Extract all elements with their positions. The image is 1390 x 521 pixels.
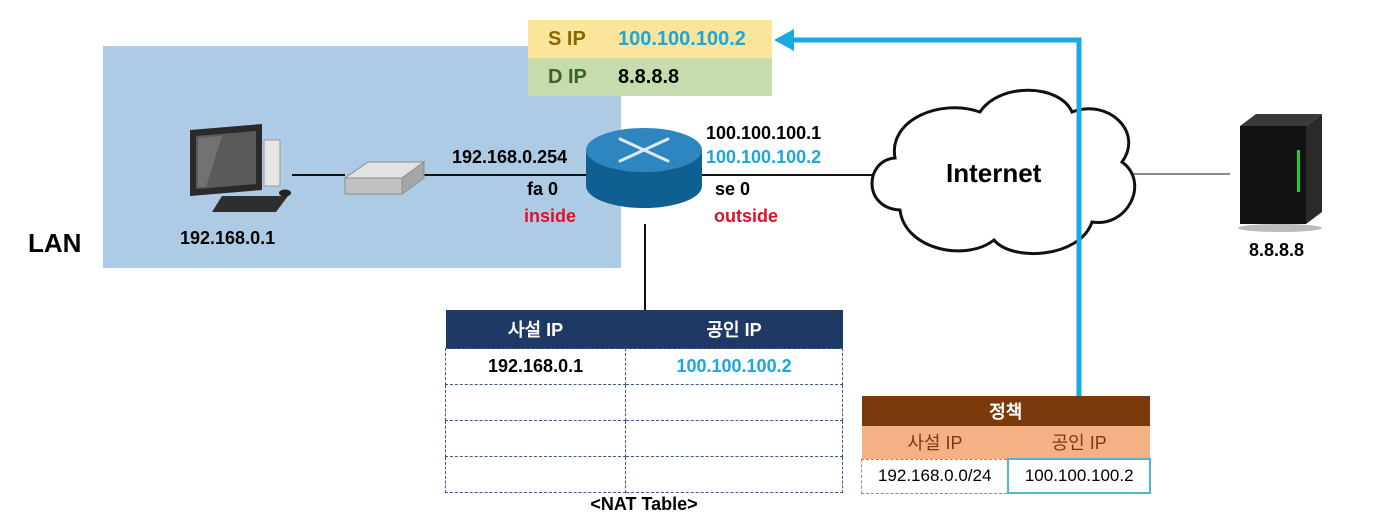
table-row [444, 456, 843, 493]
dest-ip-value: 8.8.8.8 [618, 65, 680, 88]
policy-table: 정책 사설 IP 공인 IP 192.168.0.0/24 100.100.10… [861, 396, 1151, 494]
router-outside-nat-ip: 100.100.100.2 [706, 147, 822, 167]
nat-public-cell: 100.100.100.2 [625, 348, 843, 385]
nat-public-cell [625, 384, 843, 421]
nat-private-cell [444, 456, 627, 493]
server-ip-label: 8.8.8.8 [1249, 240, 1305, 260]
router-inside-label: inside [524, 206, 577, 226]
nat-header-public: 공인 IP [625, 310, 843, 349]
dest-ip-row: D IP 8.8.8.8 [528, 58, 772, 96]
table-row [444, 420, 843, 457]
internet-label: Internet [946, 158, 1042, 188]
lan-label: LAN [28, 228, 82, 258]
nat-public-cell [625, 456, 843, 493]
pc-icon [190, 124, 291, 212]
table-row [444, 384, 843, 421]
router-outside-label: outside [714, 206, 779, 226]
nat-private-cell: 192.168.0.1 [444, 348, 627, 385]
policy-header-public: 공인 IP [1008, 426, 1150, 459]
router-icon [586, 128, 702, 208]
packet-header-box: S IP 100.100.100.2 D IP 8.8.8.8 [528, 20, 772, 96]
table-row: 192.168.0.1 100.100.100.2 [444, 348, 843, 385]
policy-private-range: 192.168.0.0/24 [861, 458, 1009, 494]
nat-public-cell [625, 420, 843, 457]
router-inside-iface: fa 0 [527, 179, 559, 199]
policy-title: 정책 [861, 396, 1150, 426]
router-outside-ip: 100.100.100.1 [706, 123, 822, 143]
internet-cloud-icon [870, 88, 1137, 256]
source-ip-row: S IP 100.100.100.2 [528, 20, 772, 58]
nat-table: 사설 IP 공인 IP 192.168.0.1 100.100.100.2 [444, 310, 843, 493]
router-outside-iface: se 0 [715, 179, 751, 199]
router-inside-ip: 192.168.0.254 [452, 147, 568, 167]
dest-ip-key: D IP [548, 65, 587, 88]
return-arrow-head [774, 29, 794, 51]
nat-private-cell [444, 384, 627, 421]
pc-ip-label: 192.168.0.1 [180, 228, 276, 248]
source-ip-value: 100.100.100.2 [618, 27, 746, 50]
switch-icon [343, 161, 426, 195]
policy-header-private: 사설 IP [861, 426, 1009, 459]
policy-public-ip: 100.100.100.2 [1007, 458, 1151, 494]
nat-private-cell [444, 420, 627, 457]
server-icon [1238, 114, 1322, 232]
nat-table-caption: <NAT Table> [590, 494, 698, 514]
nat-header-private: 사설 IP [445, 310, 626, 349]
source-ip-key: S IP [548, 27, 586, 50]
return-arrow [792, 37, 1082, 408]
